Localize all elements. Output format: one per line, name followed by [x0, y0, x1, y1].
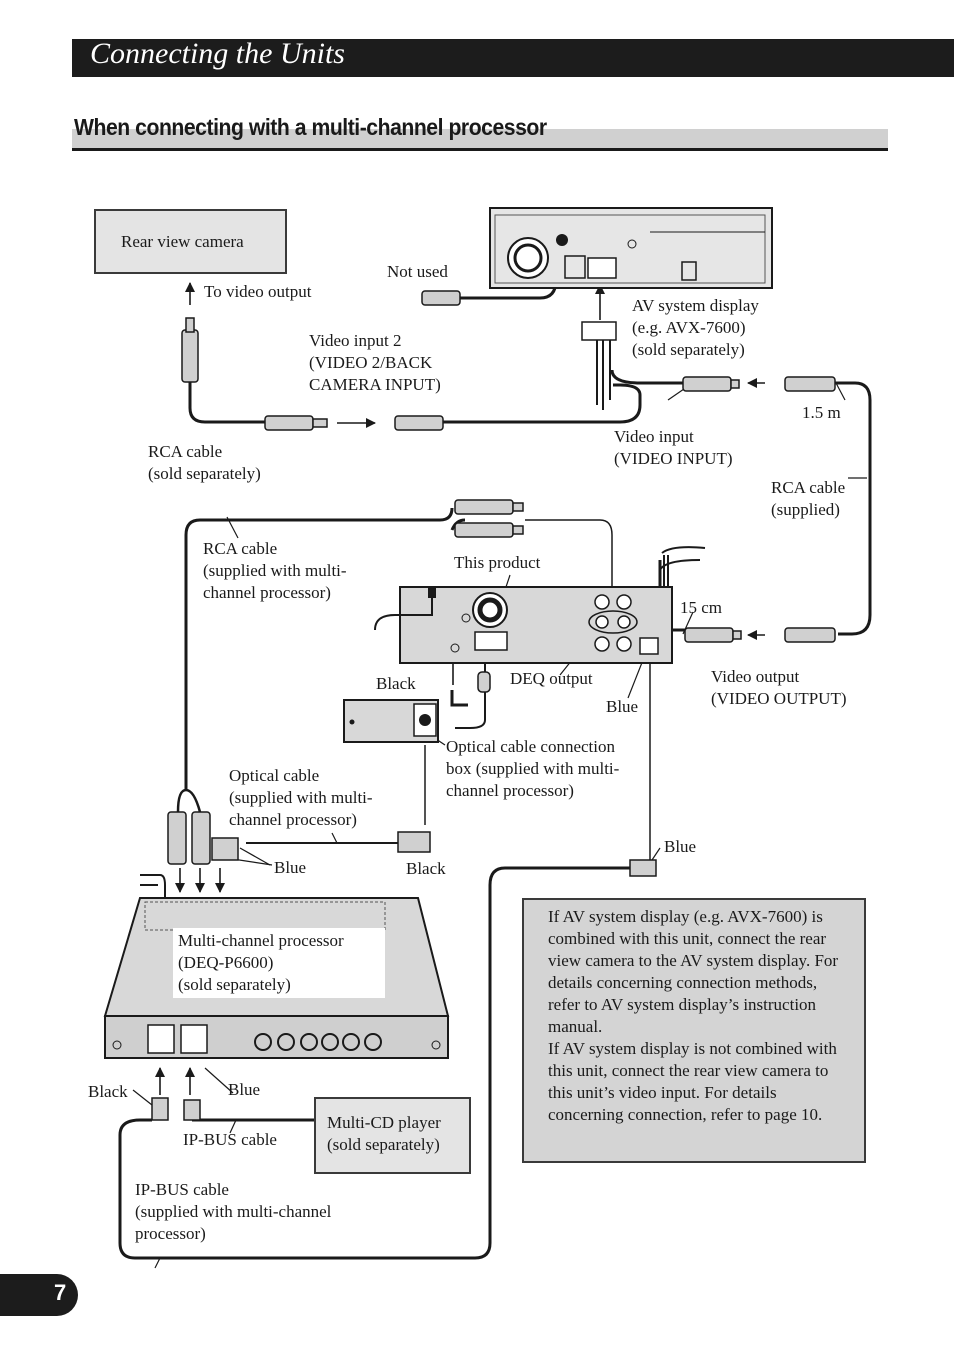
av-display-unit — [489, 207, 773, 289]
video-input-2-label: Video input 2 (VIDEO 2/BACK CAMERA INPUT… — [309, 331, 441, 394]
this-product-label: This product — [454, 553, 541, 572]
video-input-cable — [610, 369, 688, 385]
optical-box-label: Optical cable connection box (supplied w… — [446, 737, 620, 800]
this-product-unit — [374, 586, 673, 664]
rca-cable-processor-label: RCA cable (supplied with multi- channel … — [203, 539, 347, 602]
section-title: When connecting with a multi-channel pro… — [74, 114, 547, 140]
note-paragraph-2: If AV system display is not combined wit… — [548, 1039, 837, 1124]
note-box: If AV system display (e.g. AVX-7600) is … — [522, 898, 866, 1163]
rear-view-camera-box — [94, 209, 287, 274]
black-label-2: Black — [406, 859, 446, 878]
processor-label-panel — [173, 928, 385, 998]
to-video-output-label: To video output — [204, 282, 312, 301]
multi-cd-player-label: Multi-CD player (sold separately) — [327, 1113, 441, 1154]
rca-cable-supplied — [835, 381, 872, 636]
processor-label: Multi-channel processor (DEQ-P6600) (sol… — [178, 931, 344, 994]
video-input-label: Video input (VIDEO INPUT) — [614, 427, 733, 468]
not-used-label: Not used — [387, 262, 448, 281]
rca-cable-supplied-label: RCA cable (supplied) — [771, 478, 846, 519]
blue-label-2: Blue — [274, 858, 307, 877]
optical-connection-box — [343, 699, 439, 743]
camera-rca-cable — [188, 380, 268, 424]
blue-label-4: Blue — [228, 1080, 261, 1099]
black-label-3: Black — [88, 1082, 128, 1101]
av-display-label: AV system display (e.g. AVX-7600) (sold … — [632, 296, 759, 359]
page-number: 7 — [54, 1280, 67, 1305]
black-label-1: Black — [376, 674, 416, 693]
page-title: Connecting the Units — [90, 37, 345, 70]
ip-bus-cable-label: IP-BUS cable — [183, 1130, 277, 1149]
video-output-label: Video output (VIDEO OUTPUT) — [711, 667, 847, 708]
note-paragraph-1: If AV system display (e.g. AVX-7600) is … — [548, 907, 839, 1036]
not-used-connector — [421, 290, 461, 306]
rear-view-camera-label: Rear view camera — [121, 232, 244, 251]
page-number-badge — [0, 1274, 78, 1316]
ip-bus-cable-processor-label: IP-BUS cable (supplied with multi-channe… — [135, 1180, 332, 1243]
section-title-bar — [72, 129, 888, 151]
optical-cable-label: Optical cable (supplied with multi- chan… — [229, 766, 373, 829]
multi-cd-player-box — [314, 1097, 471, 1174]
blue-label-1: Blue — [606, 697, 639, 716]
blue-label-3: Blue — [664, 837, 697, 856]
cable-length-1-5m-label: 1.5 m — [802, 403, 841, 422]
deq-output-label: DEQ output — [510, 669, 593, 688]
cable-length-15cm-label: 15 cm — [680, 598, 723, 617]
rca-cable-sold-label: RCA cable (sold separately) — [148, 442, 261, 483]
header-bar — [72, 39, 954, 77]
video-input-2-cable — [440, 383, 642, 424]
